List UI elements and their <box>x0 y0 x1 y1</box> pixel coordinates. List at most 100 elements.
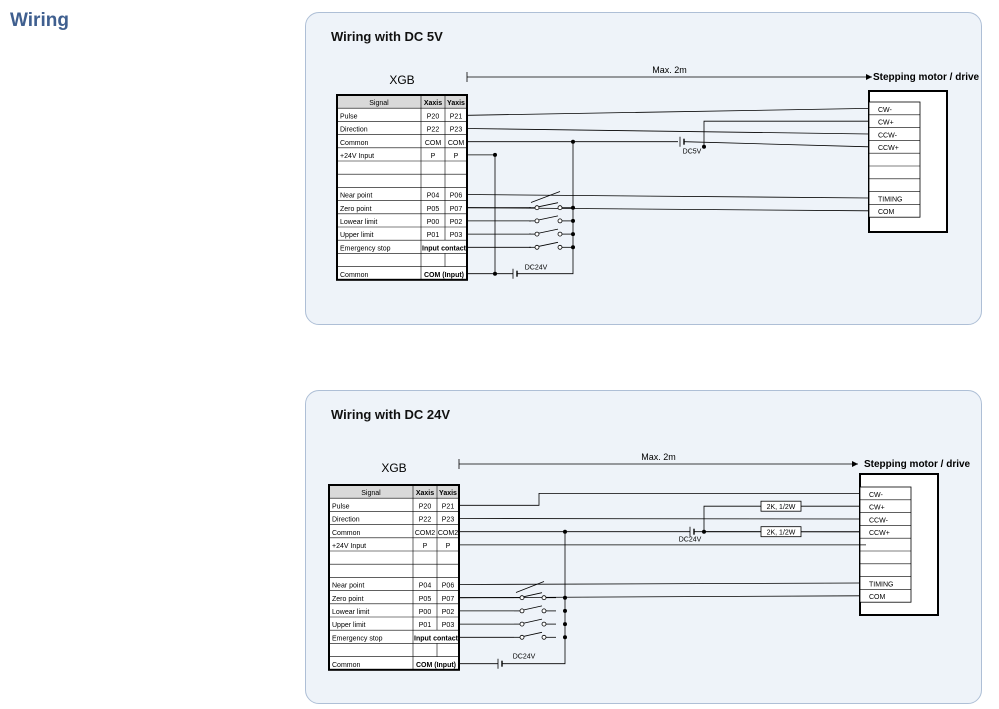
drive-terminal: TIMING <box>878 196 903 203</box>
switch-lever <box>523 592 543 598</box>
panel-title: Wiring with DC 5V <box>331 29 443 44</box>
cw-plus-wire <box>703 120 869 147</box>
table-y-cell: P07 <box>450 206 463 213</box>
table-y-cell: P21 <box>442 503 455 510</box>
switch-contact <box>534 218 540 224</box>
table-signal-cell: Pulse <box>332 503 350 510</box>
table-signal-cell: Common <box>332 530 361 537</box>
table-y-cell: P02 <box>442 609 455 616</box>
table-header-cell: Xaxis <box>416 490 434 497</box>
switch-lever <box>523 631 543 637</box>
switch-contact <box>541 608 547 614</box>
table-merged-cell: COM (Input) <box>424 272 464 279</box>
drive-terminal: TIMING <box>869 581 894 588</box>
table-merged-cell: Input contact <box>422 245 467 252</box>
table-merged-cell: COM (Input) <box>416 662 456 669</box>
table-y-cell: P02 <box>450 219 463 226</box>
plc-label: XGB <box>381 461 406 475</box>
table-signal-cell: +24V Input <box>332 543 366 550</box>
table-header-cell: Xaxis <box>424 100 442 107</box>
table-signal-cell: Near point <box>340 193 372 200</box>
resistor-label: 2K, 1/2W <box>767 504 796 511</box>
wiring-panel-dc24v: Wiring with DC 24V XGB Max. 2m Stepping mo… <box>305 390 982 704</box>
table-x-cell: P00 <box>419 609 432 616</box>
distance-label: Max. 2m <box>641 452 676 462</box>
table-x-cell: P05 <box>427 206 440 213</box>
table-x-cell: P04 <box>419 583 432 590</box>
table-signal-cell: Emergency stop <box>340 245 391 252</box>
near-point-wire <box>458 582 861 585</box>
drive-terminal: COM <box>878 209 895 216</box>
switch-contact <box>519 608 525 614</box>
drive-terminal: CW- <box>878 107 893 114</box>
table-merged-cell: Input contact <box>414 635 459 642</box>
drive-terminal: CCW- <box>869 517 889 524</box>
switch-contact <box>519 634 525 640</box>
table-y-cell: P <box>446 543 451 550</box>
junction-dot <box>493 152 497 157</box>
resistor-label: 2K, 1/2W <box>767 530 796 537</box>
table-signal-cell: Emergency stop <box>332 635 383 642</box>
table-y-cell: P06 <box>450 193 463 200</box>
table-x-cell: P <box>423 543 428 550</box>
switch-contact <box>541 634 547 640</box>
table-signal-cell: Upper limit <box>340 232 374 239</box>
pulse-wire <box>466 108 870 116</box>
drive-terminal: COM <box>869 594 886 601</box>
drive-terminal: CW+ <box>869 505 885 512</box>
table-signal-cell: +24V Input <box>340 153 374 160</box>
table-header-cell: Yaxis <box>447 100 465 107</box>
switch-contact <box>557 205 563 211</box>
terminal-block <box>859 486 912 603</box>
drive-terminal: CCW+ <box>878 145 899 152</box>
drive-terminal: CCW- <box>878 132 898 139</box>
drive-terminal: CW+ <box>878 120 894 127</box>
distance-label: Max. 2m <box>652 65 687 75</box>
terminal-block <box>868 101 921 218</box>
table-header-cell: Signal <box>361 490 381 497</box>
switch-contact <box>519 621 525 627</box>
zero-point-wire <box>466 207 870 212</box>
table-y-cell: P23 <box>450 127 463 134</box>
table-signal-cell: Common <box>340 272 369 279</box>
near-switch-lever <box>515 581 545 593</box>
switch-contact <box>557 231 563 237</box>
table-x-cell: P01 <box>419 622 432 629</box>
supply-label: DC24V <box>679 537 702 544</box>
switch-lever <box>523 605 543 611</box>
table-y-cell: P07 <box>442 596 455 603</box>
table-signal-cell: Lowear limit <box>332 609 369 616</box>
table-x-cell: COM2 <box>415 530 435 537</box>
table-y-cell: P03 <box>442 622 455 629</box>
page-title: Wiring <box>10 10 69 31</box>
switch-contact <box>519 595 525 601</box>
junction-dot <box>493 271 497 276</box>
table-y-cell: P23 <box>442 517 455 524</box>
table-y-cell: P06 <box>442 583 455 590</box>
table-y-cell: COM2 <box>438 530 458 537</box>
switch-contact <box>557 218 563 224</box>
panel-title: Wiring with DC 24V <box>331 407 451 422</box>
switch-contact <box>534 231 540 237</box>
table-signal-cell: Pulse <box>340 113 358 120</box>
switch-lever <box>523 618 543 624</box>
io-table-header-bg <box>338 96 466 109</box>
table-x-cell: P05 <box>419 596 432 603</box>
arrow-head <box>866 74 872 80</box>
switch-lever <box>538 202 559 208</box>
table-x-cell: P22 <box>427 127 440 134</box>
table-x-cell: P04 <box>427 193 440 200</box>
table-header-cell: Signal <box>369 100 389 107</box>
table-signal-cell: Common <box>340 140 369 147</box>
table-signal-cell: Zero point <box>340 206 372 213</box>
drive-label: Stepping motor / drive <box>864 459 971 470</box>
pulse-wire <box>459 493 860 506</box>
table-signal-cell: Direction <box>332 517 360 524</box>
table-signal-cell: Near point <box>332 583 364 590</box>
table-x-cell: P22 <box>419 517 432 524</box>
table-y-cell: P <box>454 153 459 160</box>
switch-contact <box>534 205 540 211</box>
table-x-cell: P00 <box>427 219 440 226</box>
